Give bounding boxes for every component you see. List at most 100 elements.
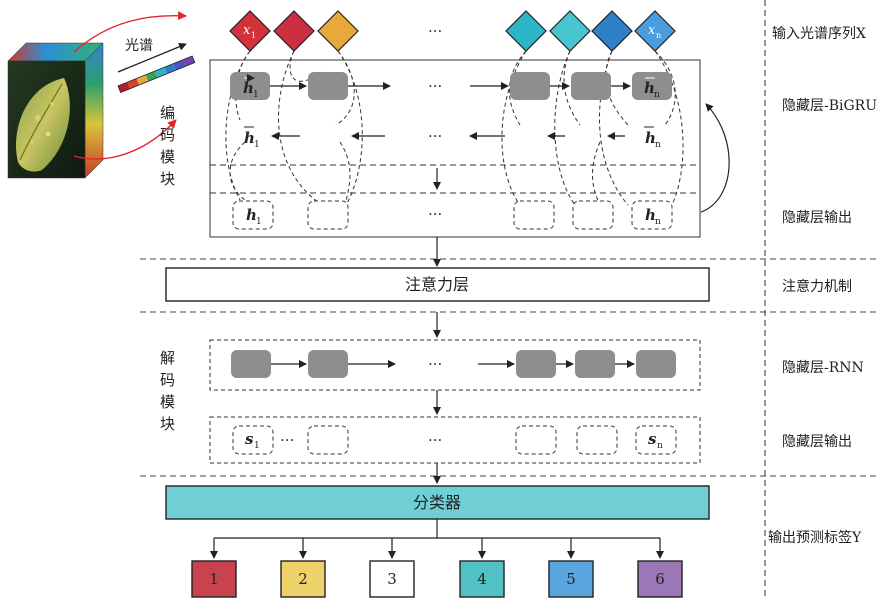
forward-node-2 [308,72,348,100]
spectrum-label: 光谱 [125,38,153,54]
label-attention-mechanism: 注意力机制 [782,278,852,295]
output-labels: 1 2 3 4 5 6 [191,560,683,598]
encoder-connections [225,50,684,206]
output-label-6: 6 [655,570,665,588]
forward-hn-sub: n [654,90,660,100]
input-sequence [229,10,676,52]
output-box-4 [459,560,505,598]
spectrum-strip [117,42,196,94]
forward-node-4 [571,72,611,100]
rnn-node-1 [231,350,271,378]
output-h1-var: h [246,206,257,224]
backward-hn-label: h n [644,126,661,150]
output-box-5 [548,560,594,598]
output-label-4: 4 [477,570,487,588]
backward-hn-var: h [645,129,656,147]
hidden-output-row [232,200,673,230]
encoder-char-1: 编 [160,104,175,122]
input-diamond-5 [549,10,591,52]
rnn-node-2 [308,350,348,378]
state-node-4 [576,425,618,455]
forward-h1-label: h 1 [243,74,259,100]
backward-h1-sub: 1 [254,140,260,150]
feedback-arrow [700,103,730,213]
decoder-char-1: 解 [160,349,175,367]
state-node-5 [635,425,677,455]
input-xn-sub: n [656,31,661,40]
input-diamond-3 [317,10,359,52]
label-output: 输出预测标签Y [768,529,862,546]
forward-hidden-row: ··· h 1 h n [230,72,672,100]
state-node-3 [515,425,557,455]
forward-hn-var: h [644,79,655,97]
forward-node-5 [632,72,672,100]
input-diamond-6 [591,10,633,52]
output-box-3 [369,560,415,598]
encoder-char-4: 块 [160,170,175,188]
layer-labels: 输入光谱序列X 隐藏层-BiGRU 隐藏层输出 注意力机制 隐藏层-RNN 隐藏… [768,26,877,546]
input-ellipsis: ··· [428,22,442,40]
input-x1-sub: 1 [251,31,256,40]
attention-layer-box [165,267,710,302]
hidden-output-ellipsis: ··· [428,205,442,223]
label-input: 输入光谱序列X [772,26,866,42]
decoder-module-label: 解 码 模 块 [160,349,175,433]
cube-red-arrows [73,11,187,160]
decoder-rnn-frame [209,339,701,391]
input-x1-var: x [243,23,251,38]
state-ellipsis-center: ··· [428,431,442,449]
decoder-rnn-row: ··· [231,350,676,378]
output-label-1: 1 [209,570,219,588]
rnn-ellipsis: ··· [428,355,442,373]
state-node-1 [232,425,274,455]
label-hidden-bigru: 隐藏层-BiGRU [782,98,877,114]
forward-ellipsis: ··· [428,77,442,95]
output-label-5: 5 [566,570,576,588]
input-xn-var: x [648,23,656,38]
decoder-char-4: 块 [160,415,175,433]
forward-hn-label: h n [644,77,660,100]
forward-h1-var: h [243,79,254,97]
decoder-output-row [232,425,677,455]
attention-layer-label: 注意力层 [405,275,469,294]
hidden-output-node-5 [631,200,673,230]
output-box-1 [191,560,237,598]
output-label-2: 2 [298,570,308,588]
encoder-module-label: 编 码 模 块 [160,104,175,188]
hidden-output-node-3 [513,200,555,230]
output-h1-sub: 1 [256,217,262,227]
encoder-frame [209,59,701,238]
decoder-output-frame [209,416,701,464]
backward-ellipsis: ··· [428,127,442,145]
label-hidden-rnn: 隐藏层-RNN [782,360,864,376]
decoder-char-2: 码 [160,371,175,389]
classifier-label: 分类器 [413,493,461,512]
hyperspectral-cube-image [7,42,104,179]
state-ellipsis-left: ··· [280,431,294,449]
separators [140,0,880,598]
encoder-char-2: 码 [160,126,175,144]
output-box-6 [637,560,683,598]
backward-hidden-row: ··· h 1 h n [244,126,661,150]
forward-node-1 [230,72,270,100]
output-label-3: 3 [387,570,397,588]
state-s1-sub: 1 [254,441,260,451]
state-s1-var: s [245,430,254,448]
backward-h1-var: h [244,129,255,147]
input-diamond-2 [273,10,315,52]
hidden-output-node-1 [232,200,274,230]
hidden-output-node-4 [572,200,614,230]
label-hidden-output-1: 隐藏层输出 [782,210,852,226]
output-box-2 [280,560,326,598]
rnn-node-3 [516,350,556,378]
output-hn-var: h [645,206,656,224]
state-node-2 [307,425,349,455]
label-hidden-output-2: 隐藏层输出 [782,434,852,450]
hidden-output-node-2 [307,200,349,230]
classifier-box [165,485,710,520]
state-sn-var: s [648,430,657,448]
decoder-char-3: 模 [160,393,175,411]
rnn-node-4 [575,350,615,378]
state-sn-sub: n [657,441,663,451]
